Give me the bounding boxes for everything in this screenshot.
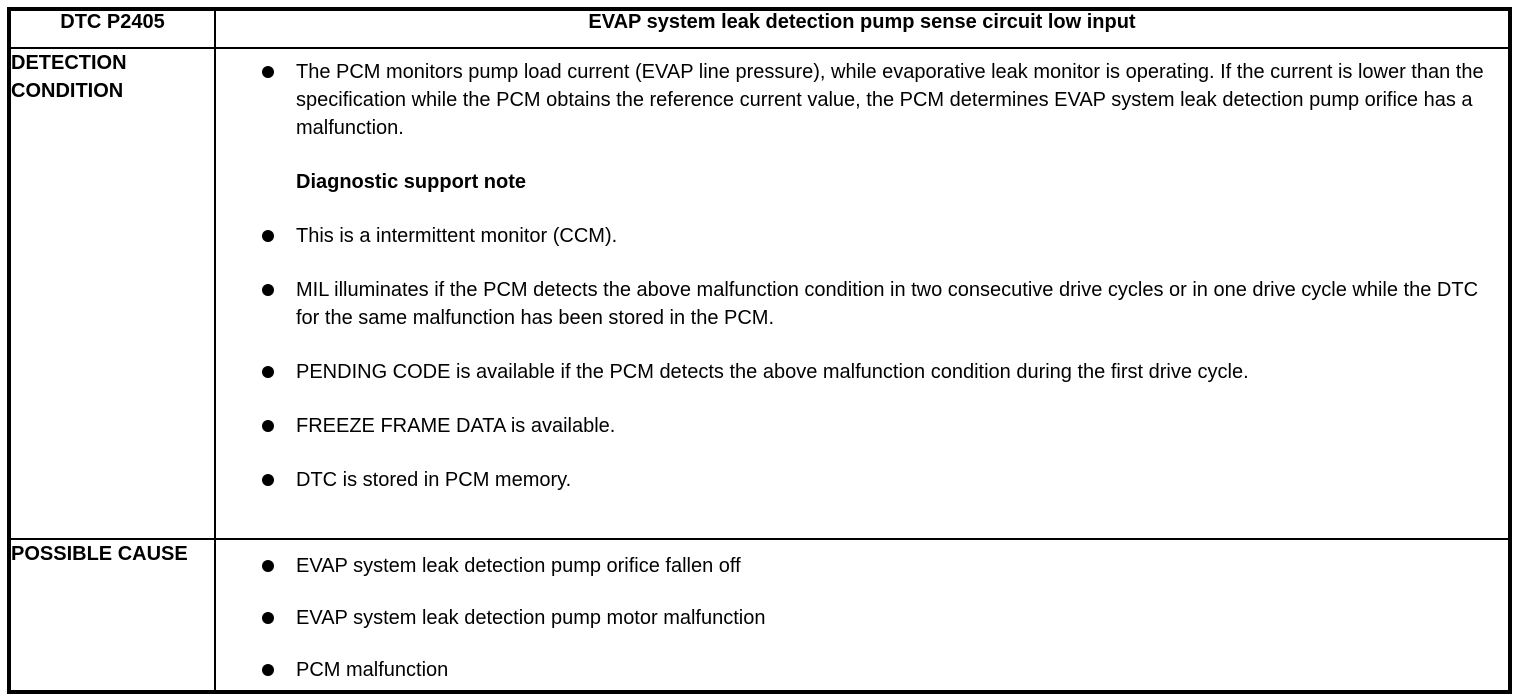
dtc-title-cell: EVAP system leak detection pump sense ci…: [214, 8, 1511, 49]
possible-cause-label: POSSIBLE CAUSE: [8, 538, 216, 693]
bullet-text: FREEZE FRAME DATA is available.: [296, 415, 616, 437]
detection-condition-row: DETECTION CONDITION The PCM monitors pum…: [8, 47, 1511, 540]
bullet-item: EVAP system leak detection pump orifice …: [216, 552, 1494, 580]
detection-condition-label: DETECTION CONDITION: [8, 47, 216, 540]
bullet-item: DTC is stored in PCM memory.: [216, 466, 1494, 494]
bullet-item: PCM malfunction: [216, 656, 1494, 684]
bullet-text: PENDING CODE is available if the PCM det…: [296, 361, 1249, 383]
bullet-text: This is a intermittent monitor (CCM).: [296, 225, 618, 247]
dtc-code-cell: DTC P2405: [8, 8, 216, 49]
bullet-item: FREEZE FRAME DATA is available.: [216, 412, 1494, 440]
bullet-item: This is a intermittent monitor (CCM).: [216, 222, 1494, 250]
bullet-icon: [262, 366, 274, 378]
bullet-text: PCM malfunction: [296, 659, 449, 681]
table-header-row: DTC P2405 EVAP system leak detection pum…: [8, 8, 1511, 49]
bullet-text: DTC is stored in PCM memory.: [296, 469, 572, 491]
possible-cause-row: POSSIBLE CAUSE EVAP system leak detectio…: [8, 538, 1511, 693]
bullet-item: PENDING CODE is available if the PCM det…: [216, 358, 1494, 386]
bullet-item: MIL illuminates if the PCM detects the a…: [216, 276, 1494, 332]
bullet-text: MIL illuminates if the PCM detects the a…: [296, 279, 1479, 329]
detection-condition-list: The PCM monitors pump load current (EVAP…: [216, 58, 1494, 494]
bullet-text: EVAP system leak detection pump motor ma…: [296, 607, 766, 629]
dtc-table: DTC P2405 EVAP system leak detection pum…: [7, 7, 1512, 694]
bullet-icon: [262, 560, 274, 572]
bullet-icon: [262, 420, 274, 432]
bullet-icon: [262, 664, 274, 676]
bullet-icon: [262, 230, 274, 242]
possible-cause-cell: EVAP system leak detection pump orifice …: [214, 538, 1511, 693]
bullet-icon: [262, 474, 274, 486]
possible-cause-list: EVAP system leak detection pump orifice …: [216, 552, 1494, 684]
bullet-text: The PCM monitors pump load current (EVAP…: [296, 61, 1484, 139]
detection-condition-cell: The PCM monitors pump load current (EVAP…: [214, 47, 1511, 540]
bullet-item: EVAP system leak detection pump motor ma…: [216, 604, 1494, 632]
bullet-icon: [262, 284, 274, 296]
bullet-icon: [262, 66, 274, 78]
note-heading: Diagnostic support note: [296, 171, 526, 193]
bullet-icon: [262, 612, 274, 624]
bullet-text: EVAP system leak detection pump orifice …: [296, 555, 741, 577]
bullet-item: The PCM monitors pump load current (EVAP…: [216, 58, 1494, 142]
